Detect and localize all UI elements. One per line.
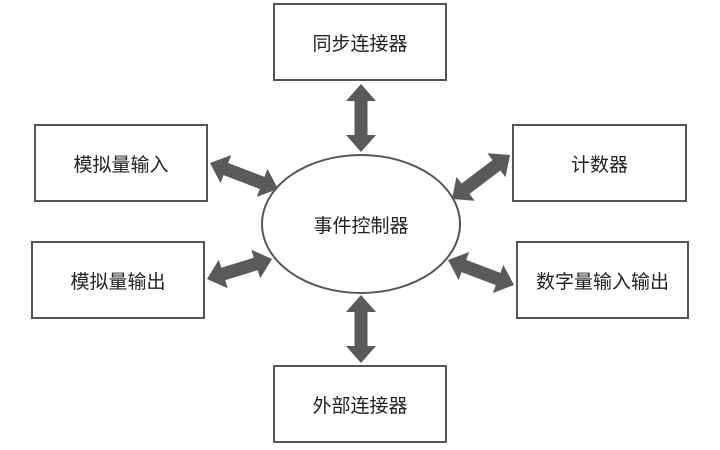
analog-input-label: 模拟量输入 [73,153,169,176]
analog-output-label: 模拟量输出 [70,270,166,293]
arrow-sync-hub [346,84,376,152]
event-controller-label: 事件控制器 [313,214,409,237]
digital-io-box: 数字量输入输出 [516,241,689,319]
analog-output-box: 模拟量输出 [31,241,205,319]
arrow-counter-hub [452,153,510,201]
analog-input-box: 模拟量输入 [34,124,208,202]
counter-label: 计数器 [570,153,628,176]
counter-box: 计数器 [512,124,687,202]
arrow-analog-out-hub [207,249,272,289]
arrow-digital-hub [448,252,514,293]
external-connector-box: 外部连接器 [273,365,447,443]
event-controller-hub: 事件控制器 [261,154,461,294]
arrow-external-hub [346,295,376,363]
sync-connector-label: 同步连接器 [312,32,408,55]
sync-connector-box: 同步连接器 [273,3,447,81]
arrow-analog-in-hub [210,155,278,197]
external-connector-label: 外部连接器 [312,394,408,417]
digital-io-label: 数字量输入输出 [535,270,669,293]
